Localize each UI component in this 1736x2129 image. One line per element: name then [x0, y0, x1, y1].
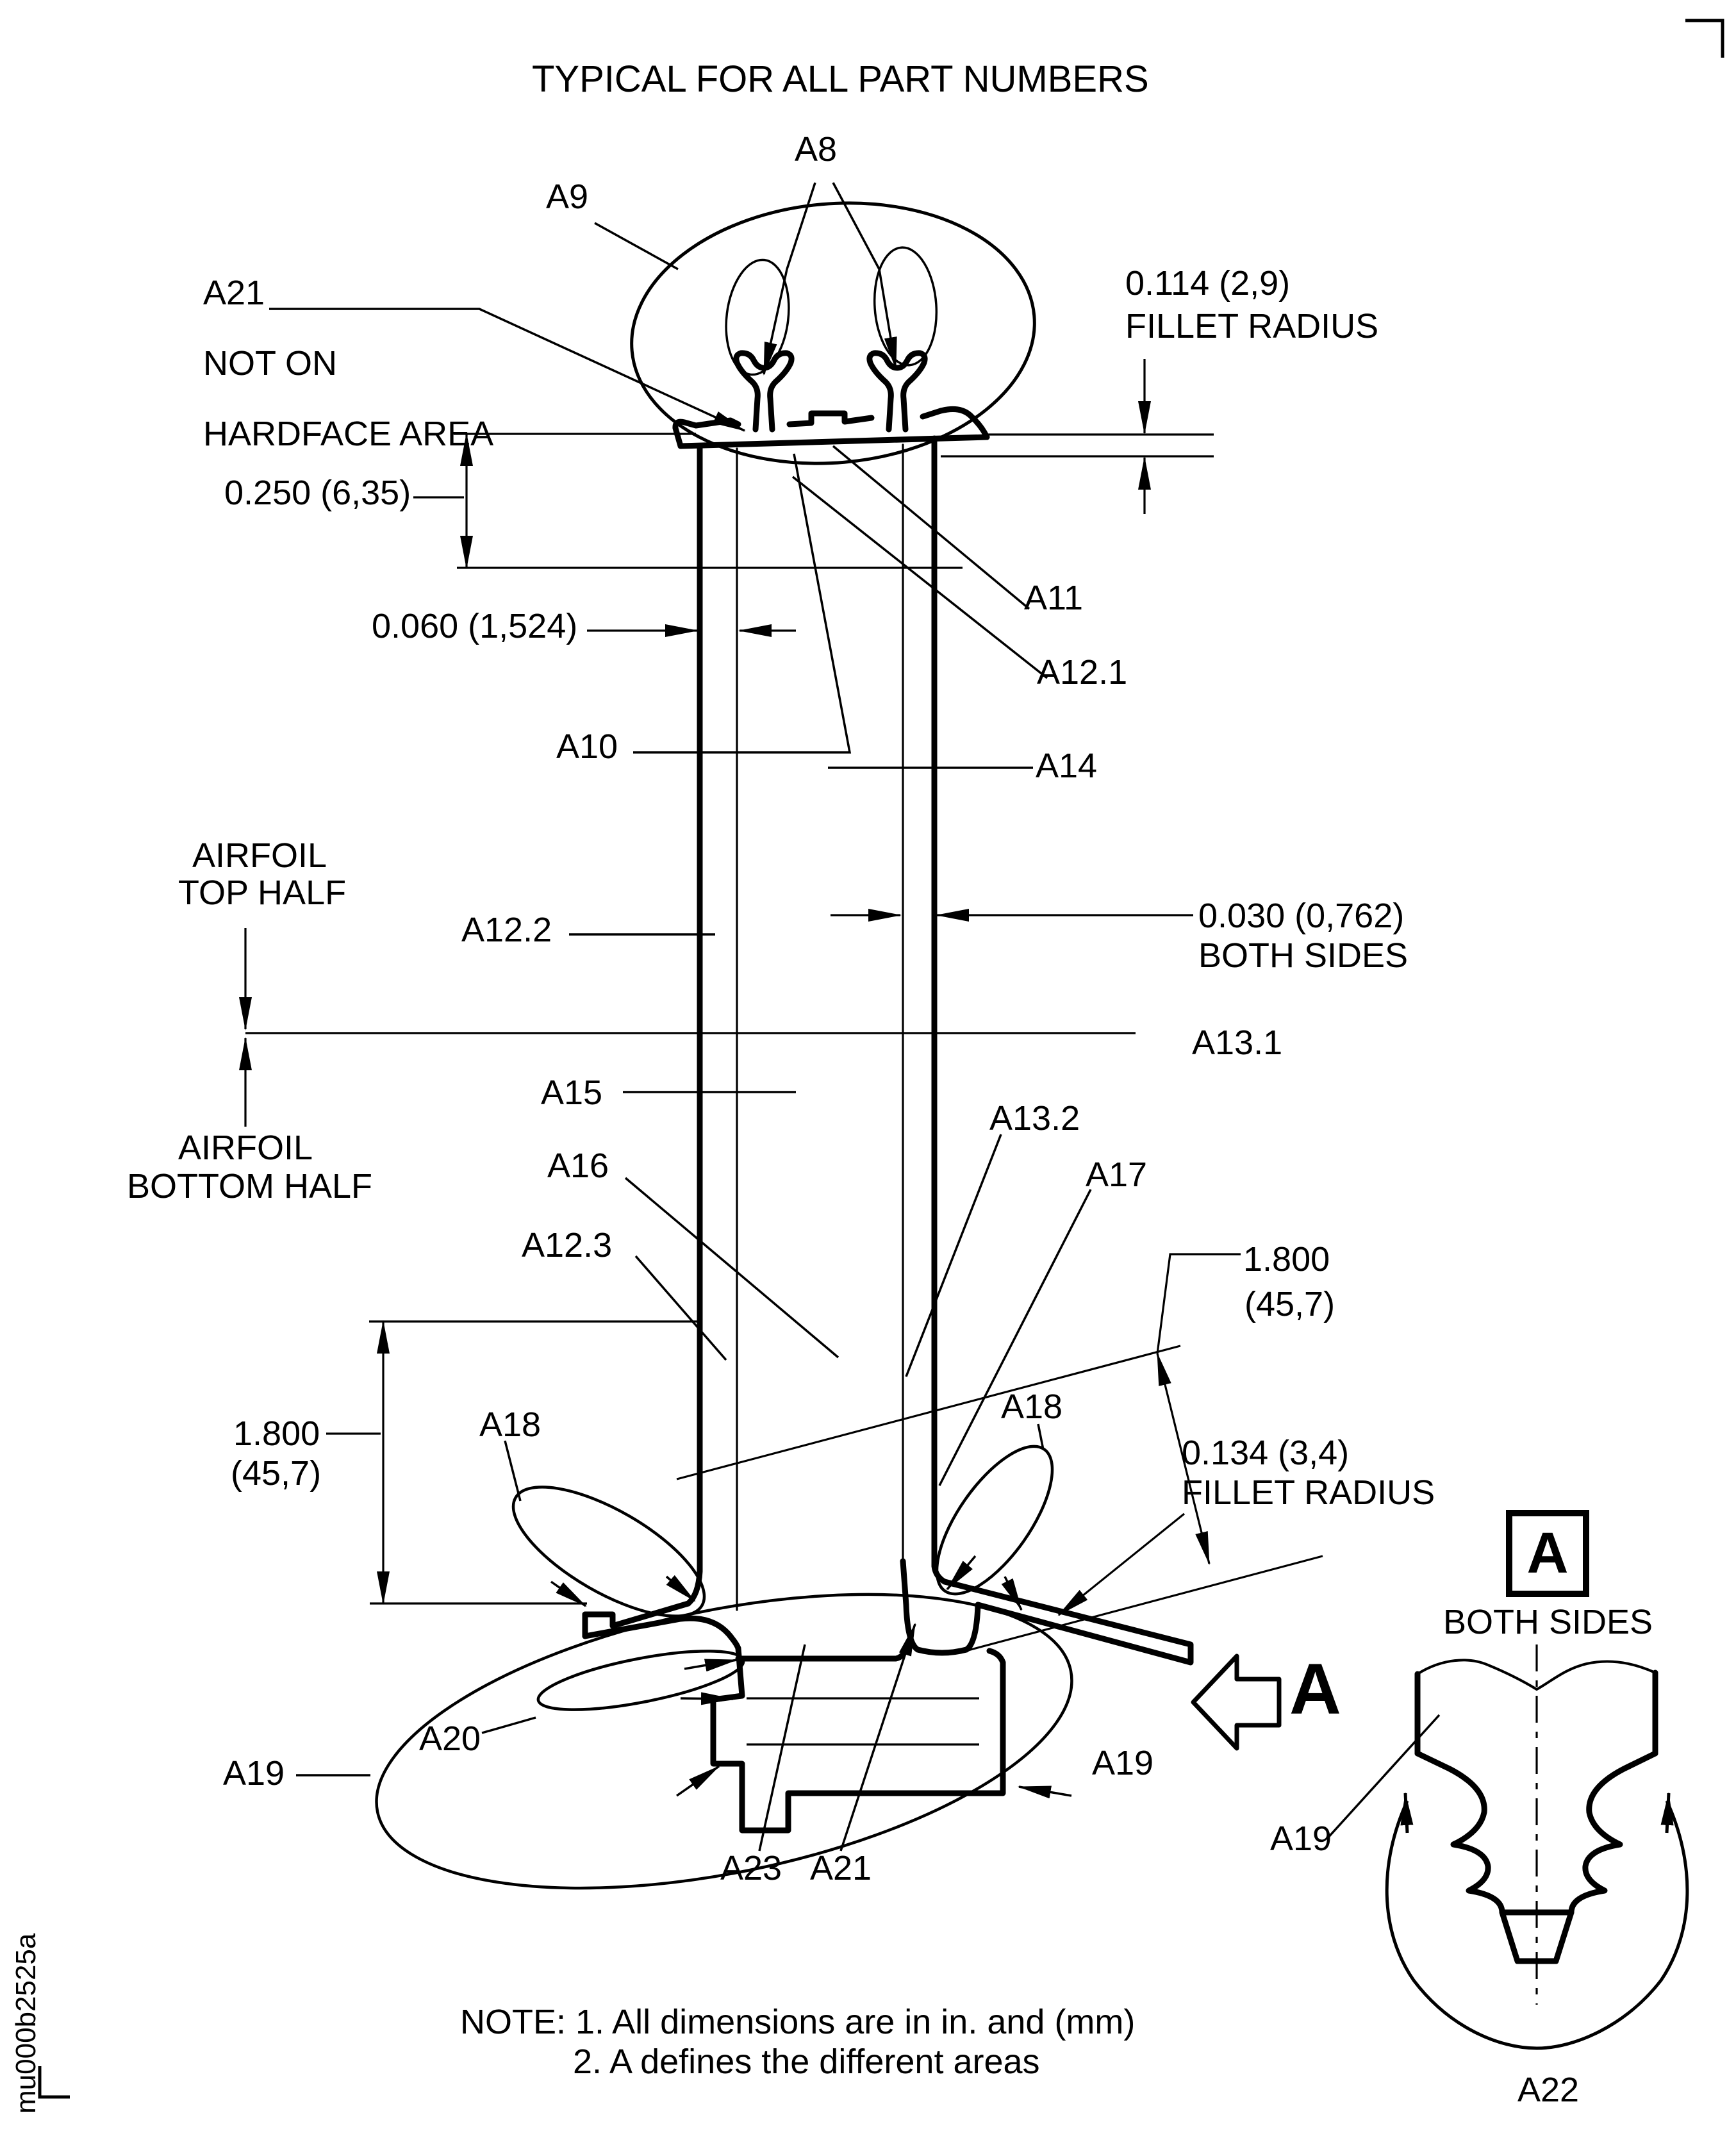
zone-airfoil-top-line2: TOP HALF: [178, 874, 347, 912]
balloon-a19: [375, 1593, 1073, 1890]
label-a12-1: A12.1: [1037, 653, 1128, 692]
squealer-prong-right: [866, 350, 928, 433]
section-marker-box: A: [1506, 1510, 1589, 1597]
platform-outline: [582, 1558, 1194, 1666]
label-a22: A22: [1517, 2071, 1580, 2109]
balloon-arrows: [550, 1555, 1072, 1799]
leader-a12-3: [634, 1255, 727, 1361]
drawing-title: TYPICAL FOR ALL PART NUMBERS: [532, 58, 1149, 100]
dimension-lines: [239, 359, 1323, 1655]
squealer-prong-left: [733, 350, 795, 433]
label-a18-right: A18: [1001, 1388, 1063, 1426]
label-a21-top-line1: A21: [203, 274, 265, 312]
dim-wall-single-value: 0.030 (0,762): [1198, 897, 1405, 935]
label-a21-top-line3: HARDFACE AREA: [203, 415, 494, 453]
label-a19-detail: A19: [1270, 1819, 1332, 1858]
leader-a16: [624, 1177, 839, 1359]
dim-span-left-mm: (45,7): [231, 1454, 322, 1493]
leader-a11: [832, 445, 1030, 610]
balloon-a18-right: [935, 1445, 1054, 1596]
label-a10: A10: [556, 727, 618, 766]
leader-a13-2: [905, 1134, 1002, 1377]
leaders: [269, 182, 1441, 1851]
detail-firtree: [1414, 1659, 1658, 1964]
leader-a20: [481, 1716, 536, 1734]
oval-a8-right: [873, 246, 938, 367]
dim-span-left-value: 1.800: [233, 1414, 320, 1453]
dim-fillet-platform-value: 0.134 (3,4): [1182, 1434, 1350, 1472]
section-marker-letter: A: [1526, 1521, 1569, 1586]
label-a14: A14: [1036, 747, 1098, 785]
label-a15: A15: [541, 1073, 603, 1112]
note-line1: NOTE: 1. All dimensions are in in. and (…: [460, 2003, 1136, 2041]
label-a12-3: A12.3: [522, 1226, 613, 1264]
doc-number: mu000b2525a: [10, 1933, 42, 2114]
dim-0134-leader: [1057, 1512, 1186, 1616]
label-a21-bottom: A21: [810, 1849, 872, 1887]
label-a20: A20: [419, 1719, 481, 1758]
label-a13-2: A13.2: [989, 1099, 1080, 1138]
dim-wall-single-note: BOTH SIDES: [1198, 936, 1409, 975]
dim-fillet-tip-value: 0.114 (2,9): [1125, 264, 1291, 302]
label-a23: A23: [720, 1849, 782, 1887]
zone-airfoil-bottom-line1: AIRFOIL: [178, 1129, 313, 1167]
label-a17: A17: [1086, 1156, 1148, 1194]
view-arrow-a: [1191, 1653, 1282, 1751]
balloon-a18-left: [511, 1486, 706, 1618]
leader-a21-top: [269, 308, 746, 432]
leader-a8-right: [832, 182, 897, 370]
balloon-a20: [536, 1650, 745, 1711]
leader-a10: [633, 453, 852, 754]
dim-wall-double: 0.060 (1,524): [372, 607, 578, 645]
dim-fillet-platform-text: FILLET RADIUS: [1182, 1473, 1435, 1512]
dim-fillet-tip-text: FILLET RADIUS: [1125, 307, 1379, 345]
note-line2: 2. A defines the different areas: [573, 2042, 1040, 2081]
leader-a18-left: [504, 1440, 522, 1502]
label-a8: A8: [795, 130, 838, 169]
section-both-sides: BOTH SIDES: [1443, 1603, 1653, 1641]
view-arrow-letter: A: [1289, 1649, 1341, 1729]
leader-a12-1: [791, 476, 1048, 679]
label-a9: A9: [546, 178, 589, 216]
leader-a8-left: [763, 182, 816, 376]
corner-mark-top-right: [1685, 19, 1724, 58]
label-a11: A11: [1024, 579, 1084, 617]
leader-a21-bottom: [839, 1623, 916, 1851]
label-a19-right: A19: [1092, 1744, 1154, 1782]
root-seal-lines: [747, 1697, 979, 1746]
balloon-a9: [630, 201, 1036, 465]
oval-a8-left: [725, 258, 790, 376]
tip-cap: [672, 350, 990, 449]
root-outline: [710, 1645, 1006, 1834]
zone-airfoil-bottom-line2: BOTTOM HALF: [127, 1167, 373, 1205]
label-a16: A16: [547, 1147, 609, 1185]
leader-a18-right: [1037, 1423, 1045, 1450]
dim-span-right-mm: (45,7): [1244, 1285, 1335, 1323]
dim-1800-right: [1156, 1352, 1211, 1565]
dim-tip-depth: 0.250 (6,35): [224, 474, 411, 512]
airfoil-walls: [685, 435, 948, 1611]
label-a18-left: A18: [479, 1405, 541, 1444]
leader-a9: [594, 222, 679, 270]
label-a19-left: A19: [223, 1754, 285, 1793]
leader-a23: [758, 1644, 806, 1851]
label-a21-top-line2: NOT ON: [203, 344, 338, 383]
leader-a19-detail: [1325, 1714, 1441, 1841]
corner-mark-bottom-left: [38, 2066, 70, 2099]
label-a13-1: A13.1: [1192, 1023, 1283, 1062]
leader-a17: [938, 1189, 1092, 1486]
detail-wrap-arrows: [1385, 1792, 1689, 2050]
dim-span-right-value: 1.800: [1243, 1240, 1330, 1279]
zone-airfoil-top-line1: AIRFOIL: [192, 836, 327, 875]
label-a12-2: A12.2: [461, 911, 552, 949]
